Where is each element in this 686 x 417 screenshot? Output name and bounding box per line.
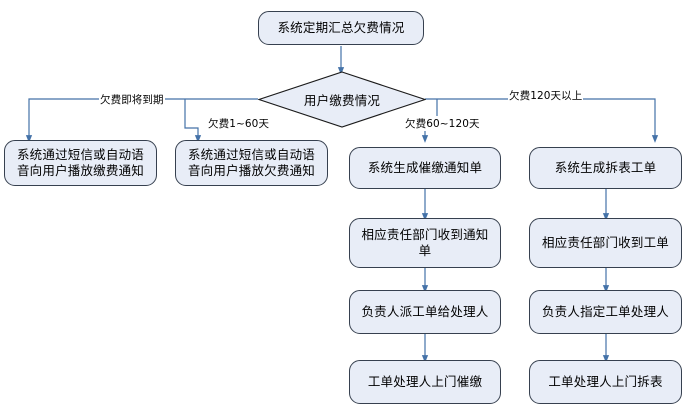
node-col3-step4-label: 工单处理人上门催缴: [367, 374, 483, 390]
node-col3-step1-label: 系统生成催缴通知单: [367, 160, 483, 176]
node-col1-step1[interactable]: 系统通过短信或自动语音向用户播放缴费通知: [4, 140, 157, 186]
node-summary-overdue-label: 系统定期汇总欠费情况: [277, 20, 405, 36]
edge-label-branch2: 欠费1~60天: [207, 116, 271, 131]
diamond-shape: [257, 71, 427, 128]
node-col4-step4[interactable]: 工单处理人上门拆表: [529, 360, 682, 404]
node-decision-payment-status[interactable]: 用户缴费情况: [257, 71, 427, 128]
node-col2-step1[interactable]: 系统通过短信或自动语音向用户播放欠费通知: [175, 140, 328, 186]
node-col4-step2-label: 相应责任部门收到工单: [541, 235, 669, 251]
node-col4-step3-label: 负责人指定工单处理人: [541, 304, 669, 320]
node-col2-step1-label: 系统通过短信或自动语音向用户播放欠费通知: [187, 147, 315, 178]
node-decision-payment-status-label: 用户缴费情况: [303, 93, 381, 108]
edge-label-branch4: 欠费120天以上: [508, 88, 584, 103]
node-col4-step3[interactable]: 负责人指定工单处理人: [529, 290, 682, 334]
node-summary-overdue[interactable]: 系统定期汇总欠费情况: [258, 11, 424, 45]
node-col1-step1-label: 系统通过短信或自动语音向用户播放缴费通知: [16, 147, 144, 178]
node-col4-step1-label: 系统生成拆表工单: [554, 160, 657, 176]
node-col3-step2-label: 相应责任部门收到通知单: [361, 227, 489, 258]
edge-label-branch3: 欠费60~120天: [404, 116, 481, 131]
node-col3-step1[interactable]: 系统生成催缴通知单: [349, 147, 501, 189]
node-col4-step4-label: 工单处理人上门拆表: [548, 374, 663, 390]
node-col3-step3-label: 负责人派工单给处理人: [361, 304, 489, 320]
node-col3-step2[interactable]: 相应责任部门收到通知单: [349, 218, 501, 268]
node-col3-step3[interactable]: 负责人派工单给处理人: [349, 290, 501, 334]
node-col3-step4[interactable]: 工单处理人上门催缴: [349, 360, 501, 404]
wire-branch2: [184, 99, 202, 143]
node-col4-step2[interactable]: 相应责任部门收到工单: [529, 218, 682, 268]
edge-label-branch1: 欠费即将到期: [99, 92, 165, 107]
node-col4-step1[interactable]: 系统生成拆表工单: [529, 147, 682, 189]
